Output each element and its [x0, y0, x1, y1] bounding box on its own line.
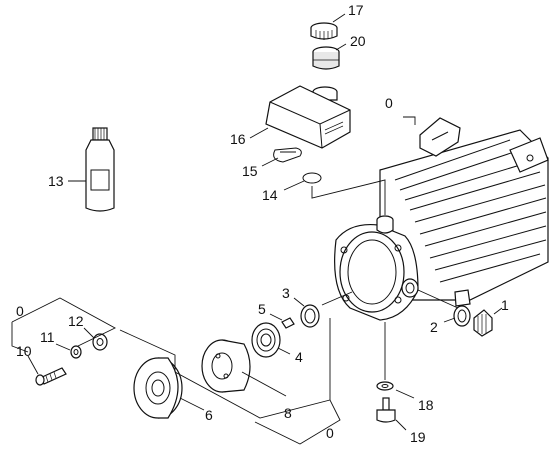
reservoir-filter-part-20: [312, 46, 340, 70]
oil-reservoir-part-16: [265, 85, 351, 149]
callout-3: 3: [282, 285, 290, 301]
cooling-fins: [394, 139, 547, 283]
callout-19: 19: [410, 429, 426, 445]
oil-bottle-part-13: [85, 127, 115, 212]
callout-6: 6: [205, 407, 213, 423]
callout-13: 13: [48, 173, 64, 189]
callout-18: 18: [418, 397, 434, 413]
callout-17: 17: [348, 2, 364, 18]
callout-15: 15: [242, 163, 258, 179]
seal-ring-part-2: [453, 305, 471, 327]
callout-1: 1: [501, 297, 509, 313]
callout-10: 10: [16, 343, 32, 359]
callout-0-top: 0: [385, 95, 393, 111]
leader-lines: [11, 13, 503, 445]
lock-washer-part-11: [70, 345, 82, 359]
callout-8: 8: [284, 405, 292, 421]
pulley-hub-part-8: [201, 339, 251, 393]
o-ring-part-14: [302, 172, 322, 184]
clip-part-15: [273, 147, 302, 163]
plug-screw-part-1: [473, 309, 493, 337]
belt-pulley-part-6: [133, 357, 183, 419]
callout-0-bottom: 0: [326, 425, 334, 441]
bolt-part-10: [35, 367, 67, 386]
key-part-5: [281, 317, 295, 329]
callout-5: 5: [258, 301, 266, 317]
callout-2: 2: [430, 319, 438, 335]
reservoir-cap-part-17: [310, 22, 338, 40]
drain-bolt-part-19: [376, 397, 396, 423]
bearing-part-4: [251, 322, 281, 358]
callout-16: 16: [230, 131, 246, 147]
callout-20: 20: [350, 33, 366, 49]
callout-12: 12: [68, 313, 84, 329]
shaft-seal-part-3: [300, 304, 320, 328]
callout-0-left: 0: [16, 303, 24, 319]
callout-labels: 0 1 2 3 4 5 6 8 0 0 10 11 12 13 14 15 16…: [16, 2, 509, 445]
washer-part-12: [92, 333, 108, 351]
callout-11: 11: [40, 329, 55, 345]
callout-14: 14: [262, 187, 278, 203]
pump-housing: [334, 117, 549, 321]
washer-part-18: [376, 381, 394, 391]
callout-4: 4: [295, 349, 303, 365]
